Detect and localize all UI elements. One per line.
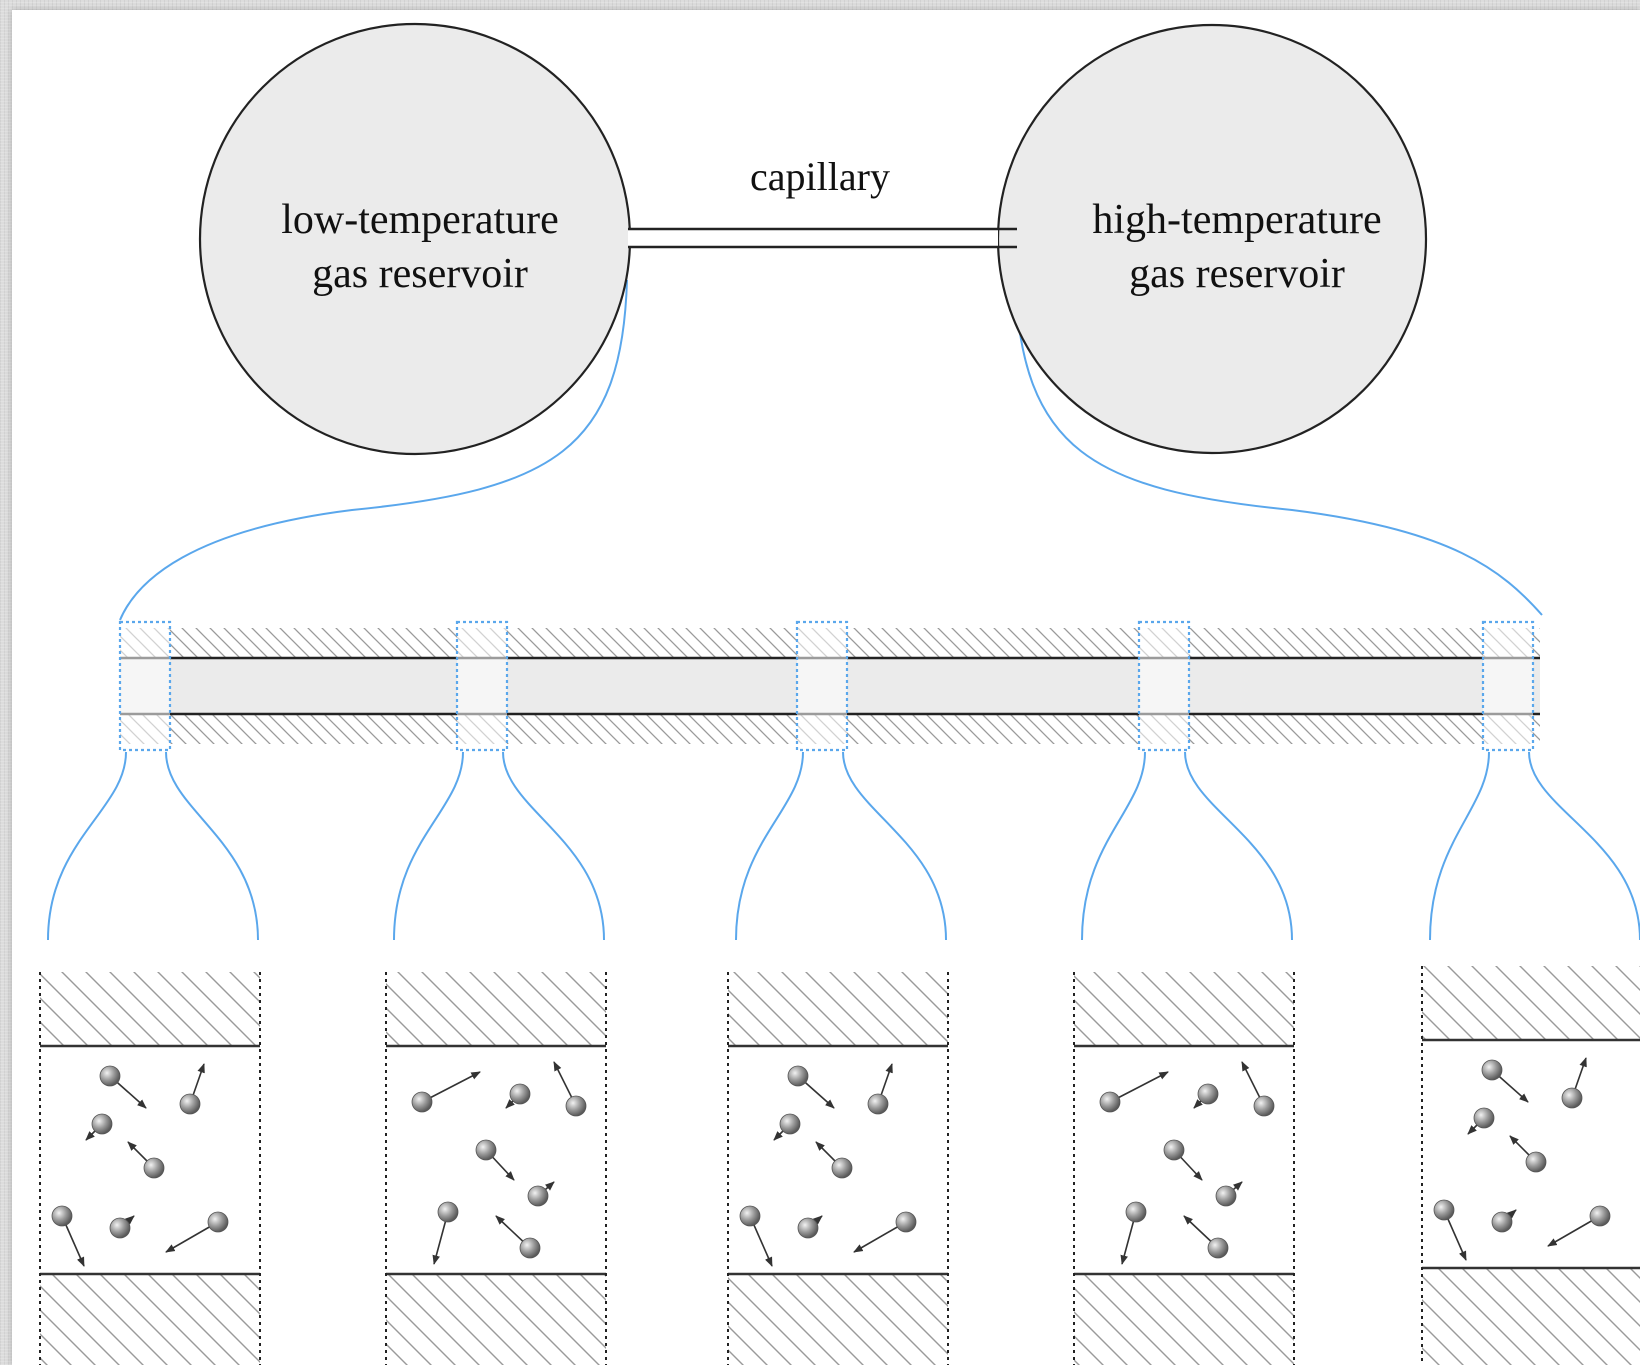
molecule — [207, 1211, 229, 1233]
molecule — [895, 1211, 917, 1233]
zoom-window-1 — [118, 620, 172, 752]
zoom-connector-left-3 — [735, 751, 804, 941]
molecule — [1125, 1201, 1147, 1223]
left-reservoir: low-temperature gas reservoir — [198, 22, 632, 456]
molecule — [1197, 1083, 1219, 1105]
molecule-velocity-arrow — [1109, 1071, 1169, 1103]
molecule — [1491, 1211, 1513, 1233]
zoom-window-3 — [795, 620, 849, 752]
right-reservoir-connector — [1014, 279, 1543, 616]
panel-upper-wall — [728, 972, 948, 1046]
panel-lower-wall — [386, 1274, 606, 1365]
molecule — [51, 1205, 73, 1227]
molecule — [519, 1237, 541, 1259]
zoom-panel-5 — [1421, 966, 1640, 1365]
molecule — [437, 1201, 459, 1223]
zoom-connector-left-2 — [393, 751, 464, 941]
molecule — [1253, 1095, 1275, 1117]
molecule — [475, 1139, 497, 1161]
molecule — [1099, 1091, 1121, 1113]
molecule — [1433, 1199, 1455, 1221]
molecule — [867, 1093, 889, 1115]
panel-lower-wall — [728, 1274, 948, 1365]
molecule — [831, 1157, 853, 1179]
zoom-connector-right-2 — [502, 751, 605, 941]
molecule — [1473, 1107, 1495, 1129]
zoom-window-5 — [1481, 620, 1535, 752]
panel-lower-wall — [1074, 1274, 1294, 1365]
molecule — [1525, 1151, 1547, 1173]
top-capillary: capillary — [628, 154, 1017, 249]
panel-lower-wall — [1422, 1268, 1640, 1365]
panel-upper-wall — [386, 972, 606, 1046]
molecule — [109, 1217, 131, 1239]
zoom-window-2 — [455, 620, 509, 752]
molecule — [143, 1157, 165, 1179]
panel-lower-wall — [40, 1274, 260, 1365]
molecule — [779, 1113, 801, 1135]
zoom-window-4 — [1137, 620, 1191, 752]
zoom-connector-right-5 — [1528, 751, 1640, 941]
diagram-svg: low-temperature gas reservoir high-tempe… — [39, 22, 1640, 1365]
zoom-connector-right-4 — [1184, 751, 1293, 941]
zoom-connector-right-1 — [165, 751, 259, 941]
molecule — [1561, 1087, 1583, 1109]
panel-upper-wall — [1422, 966, 1640, 1040]
zoom-layer — [39, 620, 1640, 1365]
molecule — [527, 1185, 549, 1207]
molecule — [91, 1113, 113, 1135]
panel-upper-wall — [40, 972, 260, 1046]
molecule — [179, 1093, 201, 1115]
molecule — [509, 1083, 531, 1105]
right-reservoir-label-line1: high-temperature — [1092, 197, 1381, 243]
molecule — [739, 1205, 761, 1227]
zoom-panel-1 — [39, 972, 261, 1365]
molecule — [1215, 1185, 1237, 1207]
zoom-panel-4 — [1073, 972, 1295, 1365]
molecule — [1589, 1205, 1611, 1227]
molecule-velocity-arrow — [421, 1071, 481, 1103]
top-capillary-tube — [628, 229, 998, 247]
left-reservoir-label-line1: low-temperature — [281, 197, 559, 243]
molecule — [565, 1095, 587, 1117]
zoom-panel-3 — [727, 972, 949, 1365]
molecule — [1481, 1059, 1503, 1081]
right-reservoir-label-line2: gas reservoir — [1129, 251, 1345, 297]
zoom-connector-left-1 — [47, 751, 127, 941]
zoom-connector-left-5 — [1429, 751, 1490, 941]
capillary-label: capillary — [750, 154, 890, 199]
right-reservoir: high-temperature gas reservoir — [996, 23, 1428, 455]
zoom-connector-left-4 — [1081, 751, 1146, 941]
molecule — [787, 1065, 809, 1087]
zoom-panel-2 — [385, 972, 607, 1365]
zoom-connector-right-3 — [842, 751, 947, 941]
diagram-canvas: low-temperature gas reservoir high-tempe… — [12, 10, 1640, 1365]
molecule — [411, 1091, 433, 1113]
panel-upper-wall — [1074, 972, 1294, 1046]
molecule — [99, 1065, 121, 1087]
left-reservoir-label-line2: gas reservoir — [312, 251, 528, 297]
reservoir-connectors — [119, 279, 1543, 621]
left-reservoir-connector — [119, 279, 628, 621]
molecule — [1163, 1139, 1185, 1161]
molecule — [1207, 1237, 1229, 1259]
molecule — [797, 1217, 819, 1239]
